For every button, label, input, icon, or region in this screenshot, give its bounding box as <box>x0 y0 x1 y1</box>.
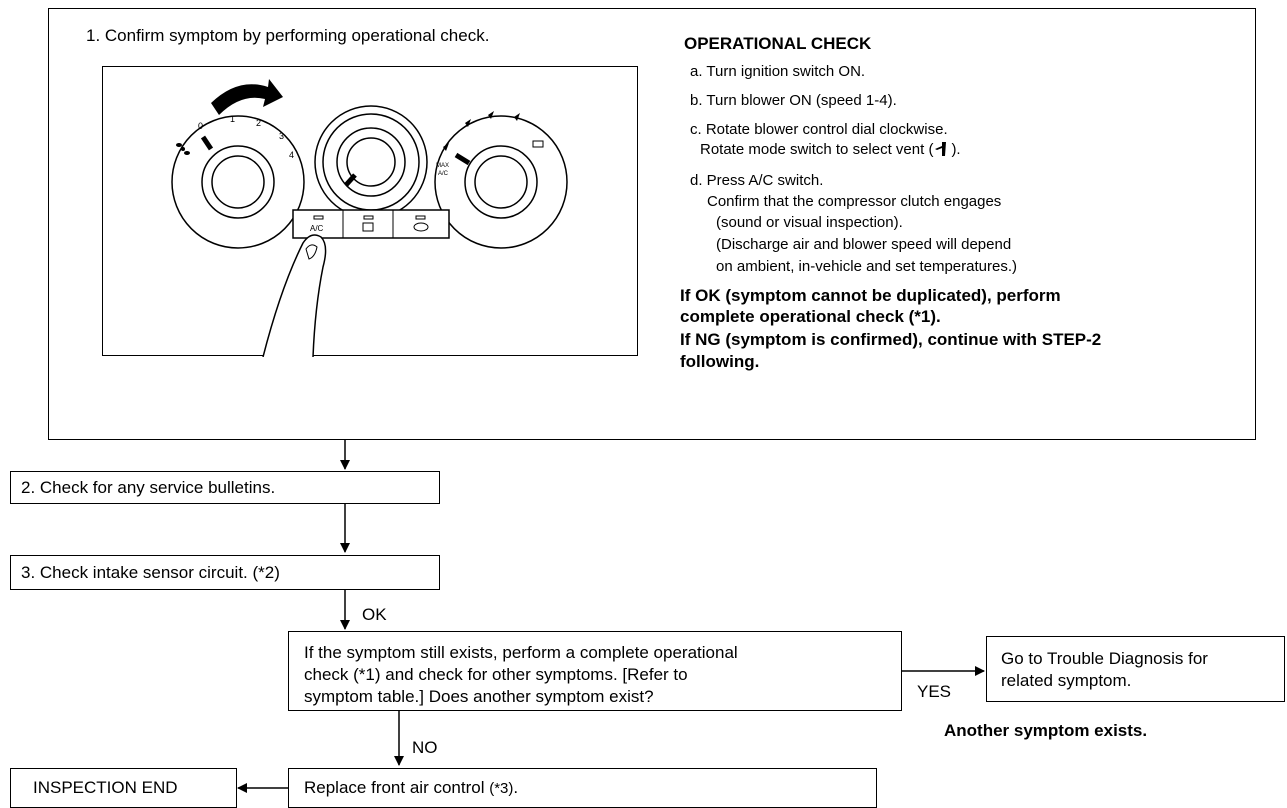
check-step-d-line3: (sound or visual inspection). <box>716 214 903 231</box>
ng-instruction-line2: following. <box>680 352 760 371</box>
illustration: 0 1 2 3 4 MAX A/C <box>102 66 638 357</box>
replace-text-line: Replace front air control (*3). <box>304 777 518 800</box>
another-symptom-note: Another symptom exists. <box>944 721 1148 740</box>
ok-instruction-line2: complete operational check (*1). <box>680 307 941 326</box>
inspection-end-box <box>10 768 237 808</box>
vent-icon <box>935 142 947 156</box>
dial-number: 0 <box>198 121 203 131</box>
decision-box <box>288 631 902 711</box>
no-label: NO <box>412 738 438 757</box>
step3-box <box>10 555 440 590</box>
check-step-c-end: ). <box>951 141 961 158</box>
step2-box <box>10 471 440 504</box>
vent-icon <box>443 143 449 151</box>
control-panel-illustration: 0 1 2 3 4 MAX A/C <box>171 79 568 357</box>
dial-number: 1 <box>230 114 235 124</box>
check-step-d-line4: (Discharge air and blower speed will dep… <box>716 236 1012 253</box>
step3-text: 3. Check intake sensor circuit. (*2) <box>21 563 280 582</box>
ac-button-label: A/C <box>310 224 324 233</box>
step2-text: 2. Check for any service bulletins. <box>21 478 276 497</box>
check-step-d-line5: on ambient, in-vehicle and set temperatu… <box>716 258 1017 275</box>
yes-label: YES <box>917 682 952 701</box>
check-step-d-line2: Confirm that the compressor clutch engag… <box>707 193 1002 210</box>
replace-end: . <box>513 778 519 797</box>
bilevel-icon <box>465 119 471 127</box>
check-step-c-detail: Rotate mode switch to select vent (). <box>700 139 961 161</box>
trouble-diagnosis-line1: Go to Trouble Diagnosis for <box>1001 649 1208 668</box>
replace-text: Replace front air control <box>304 778 490 797</box>
defrost-icon <box>532 140 544 148</box>
max-sub-label: A/C <box>438 171 449 177</box>
step1-title: 1. Confirm symptom by performing operati… <box>86 26 490 45</box>
decision-line3: symptom table.] Does another symptom exi… <box>304 687 654 706</box>
max-label: MAX <box>436 163 449 169</box>
finger-icon <box>262 234 327 357</box>
foot-defrost-icon <box>514 113 520 121</box>
dial-number: 4 <box>289 150 294 160</box>
mode-dial <box>434 115 568 249</box>
check-step-c: c. Rotate blower control dial clockwise. <box>690 121 948 138</box>
inspection-end-text: INSPECTION END <box>33 778 178 797</box>
operational-check-heading: OPERATIONAL CHECK <box>684 34 872 53</box>
recirculation-icon <box>413 222 429 232</box>
fan-icon <box>176 143 190 155</box>
decision-line2: check (*1) and check for other symptoms.… <box>304 665 688 684</box>
check-step-d: d. Press A/C switch. <box>690 172 824 189</box>
ng-instruction-line1: If NG (symptom is confirmed), continue w… <box>680 330 1102 349</box>
ok-instruction-line1: If OK (symptom cannot be duplicated), pe… <box>680 286 1061 305</box>
step1-box <box>48 8 1256 440</box>
trouble-diagnosis-box <box>986 636 1285 702</box>
decision-line1: If the symptom still exists, perform a c… <box>304 643 738 662</box>
arrow-clockwise-icon <box>211 79 283 115</box>
check-step-c-text: Rotate mode switch to select vent ( <box>700 141 934 158</box>
check-step-b: b. Turn blower ON (speed 1-4). <box>690 92 897 109</box>
replace-note: (*3) <box>489 780 514 797</box>
rear-defrost-icon <box>362 222 374 232</box>
check-step-a: a. Turn ignition switch ON. <box>690 63 866 80</box>
ok-label: OK <box>362 605 387 624</box>
fan-dial <box>171 115 305 249</box>
dial-number: 2 <box>256 118 261 128</box>
button-row <box>292 209 450 239</box>
temperature-dial <box>314 105 428 219</box>
foot-icon <box>488 111 494 119</box>
dial-number: 3 <box>279 131 284 141</box>
trouble-diagnosis-line2: related symptom. <box>1001 671 1132 690</box>
